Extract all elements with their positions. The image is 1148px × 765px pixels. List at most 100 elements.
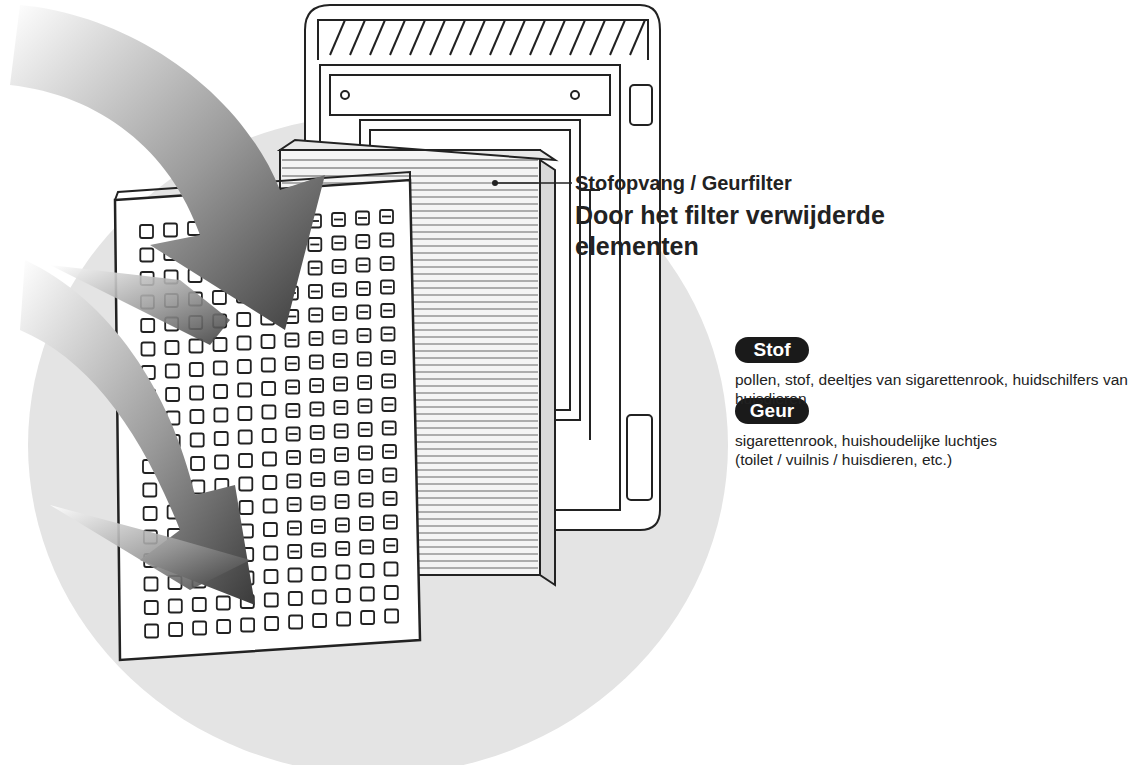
vent-slat bbox=[313, 432, 322, 434]
vent-hole bbox=[190, 363, 203, 376]
vent-slat bbox=[383, 263, 392, 265]
vent-slat bbox=[289, 480, 298, 482]
vent-hole bbox=[166, 388, 179, 401]
vent-hole bbox=[332, 213, 345, 226]
vent-slat bbox=[361, 452, 370, 454]
vent-slat bbox=[334, 242, 343, 244]
vent-hole bbox=[358, 400, 371, 413]
vent-slat bbox=[335, 266, 344, 268]
vent-hole bbox=[190, 410, 203, 423]
vent-hole bbox=[142, 343, 155, 356]
vent-hole bbox=[166, 365, 179, 378]
vent-hole bbox=[240, 501, 253, 514]
vent-hole bbox=[263, 429, 276, 442]
vent-hole bbox=[143, 484, 156, 497]
vent-hole bbox=[335, 425, 348, 438]
vent-hole bbox=[264, 523, 277, 536]
vent-hole bbox=[380, 234, 393, 247]
vent-hole bbox=[336, 542, 349, 555]
vent-hole bbox=[383, 422, 396, 435]
vent-hole bbox=[238, 407, 251, 420]
vent-slat bbox=[361, 429, 370, 431]
vent-hole bbox=[239, 454, 252, 467]
vent-hole bbox=[358, 353, 371, 366]
vent-hole bbox=[384, 539, 397, 552]
vent-slat bbox=[384, 333, 393, 335]
vent-slat bbox=[359, 288, 368, 290]
vent-hole bbox=[382, 351, 395, 364]
vent-slat bbox=[313, 455, 322, 457]
vent-hole bbox=[265, 617, 278, 630]
vent-hole bbox=[263, 453, 276, 466]
vent-hole bbox=[385, 586, 398, 599]
vent-hole bbox=[312, 497, 325, 510]
vent-hole bbox=[380, 210, 393, 223]
vent-hole bbox=[215, 432, 228, 445]
vent-hole bbox=[287, 451, 300, 464]
vent-slat bbox=[360, 335, 369, 337]
vent-slat bbox=[288, 386, 297, 388]
vent-hole bbox=[264, 547, 277, 560]
vent-slat bbox=[312, 408, 321, 410]
vent-slat bbox=[289, 433, 298, 435]
vent-slat bbox=[382, 239, 391, 241]
vent-slat bbox=[288, 410, 297, 412]
part-name: Stofopvang / Geurfilter bbox=[575, 171, 975, 196]
vent-hole bbox=[313, 614, 326, 627]
vent-hole bbox=[265, 570, 278, 583]
vent-hole bbox=[385, 610, 398, 623]
airflow-arrow bbox=[20, 260, 255, 605]
vent-slat bbox=[337, 430, 346, 432]
vent-slat bbox=[385, 427, 394, 429]
description-text: sigarettenrook, huishoudelijke luchtjes … bbox=[735, 431, 1035, 470]
vent-slat bbox=[311, 291, 320, 293]
vent-hole bbox=[288, 545, 301, 558]
vent-slat bbox=[290, 504, 299, 506]
vent-slat bbox=[358, 241, 367, 243]
vent-hole bbox=[359, 423, 372, 436]
vent-hole bbox=[309, 285, 322, 298]
vent-slat bbox=[336, 336, 345, 338]
vent-hole bbox=[262, 382, 275, 395]
vent-hole bbox=[286, 357, 299, 370]
vent-hole bbox=[333, 284, 346, 297]
vent-hole bbox=[312, 544, 325, 557]
vent-hole bbox=[145, 625, 158, 638]
vent-hole bbox=[313, 591, 326, 604]
category-badge: Stof bbox=[735, 337, 809, 363]
vent-hole bbox=[332, 237, 345, 250]
vent-hole bbox=[169, 623, 182, 636]
airflow-arrow bbox=[50, 265, 230, 345]
vent-hole bbox=[361, 611, 374, 624]
vent-hole bbox=[287, 475, 300, 488]
vent-hole bbox=[145, 601, 158, 614]
vent-hole bbox=[214, 409, 227, 422]
vent-hole bbox=[164, 224, 177, 237]
vent-hole bbox=[311, 473, 324, 486]
vent-slat bbox=[313, 479, 322, 481]
vent-hole bbox=[333, 260, 346, 273]
vent-slat bbox=[314, 549, 323, 551]
vent-slat bbox=[386, 521, 395, 523]
vent-hole bbox=[334, 378, 347, 391]
vent-hole bbox=[361, 564, 374, 577]
vent-hole bbox=[333, 307, 346, 320]
vent-hole bbox=[262, 406, 275, 419]
vent-slat bbox=[382, 216, 391, 218]
badge-text: Stof bbox=[754, 339, 791, 361]
vent-hole bbox=[310, 379, 323, 392]
vent-hole bbox=[334, 401, 347, 414]
vent-hole bbox=[358, 329, 371, 342]
vent-hole bbox=[360, 541, 373, 554]
vent-hole bbox=[309, 262, 322, 275]
vent-hole bbox=[381, 281, 394, 294]
vent-hole bbox=[214, 385, 227, 398]
vent-slat bbox=[290, 551, 299, 553]
vent-hole bbox=[140, 225, 153, 238]
vent-slat bbox=[312, 338, 321, 340]
vent-hole bbox=[239, 431, 252, 444]
vent-hole bbox=[141, 319, 154, 332]
vent-hole bbox=[382, 328, 395, 341]
vent-slat bbox=[289, 457, 298, 459]
vent-slat bbox=[337, 454, 346, 456]
